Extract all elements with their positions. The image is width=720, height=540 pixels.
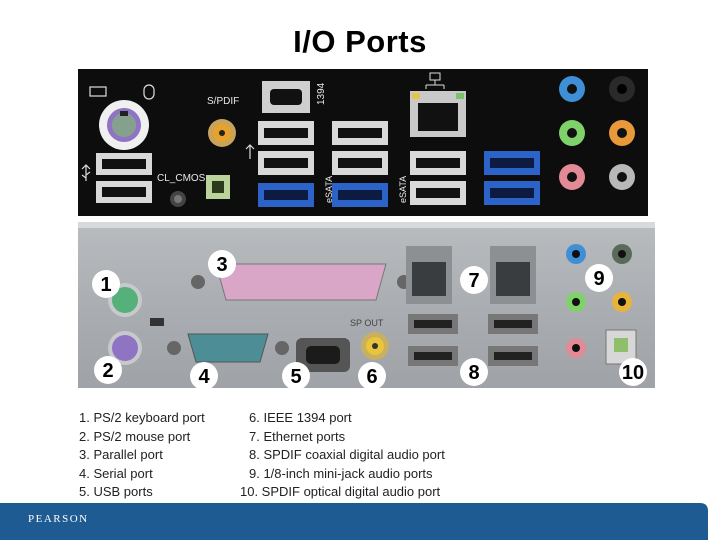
legend-left: 1. PS/2 keyboard port 2. PS/2 mouse port… (79, 409, 205, 502)
audio-jacks (559, 76, 635, 190)
legend-item: 4. Serial port (79, 465, 153, 481)
ethernet-port (410, 91, 466, 137)
legend-item: 8. SPDIF coaxial digital audio port (249, 447, 445, 463)
callout-1-label: 1 (100, 274, 111, 296)
ethernet-ports (406, 246, 536, 304)
esata-port-b (332, 183, 388, 207)
callout-4: 4 (190, 362, 218, 388)
usb-ports (408, 314, 538, 366)
callout-5: 5 (282, 362, 310, 388)
legend-right: 6. IEEE 1394 port 7. Ethernet ports 8. S… (240, 409, 445, 502)
legend-item: 5. USB ports (79, 484, 153, 500)
usb2-stack-center-b (332, 121, 388, 175)
callout-9-label: 9 (593, 268, 604, 290)
ieee1394-port (296, 338, 350, 372)
callout-1: 1 (92, 270, 120, 298)
callout-8-label: 8 (468, 362, 479, 384)
top-io-illustration: S/PDIF CL_CMOS 1394 (78, 69, 648, 216)
usb-icon-mid (245, 144, 255, 159)
optical-port (605, 329, 637, 365)
callout-10-label: 10 (622, 362, 644, 384)
esata-port-a (258, 183, 314, 207)
usb2-stack-right (410, 151, 466, 205)
fw-label: 1394 (316, 82, 327, 105)
callout-3-label: 3 (216, 254, 227, 276)
callout-2-label: 2 (102, 360, 113, 382)
esata-label-a: eSATA (324, 176, 334, 203)
esata-label-b: eSATA (398, 176, 408, 203)
callout-7: 7 (460, 266, 488, 294)
spout-label: SP OUT (350, 318, 384, 328)
legend-item: 6. IEEE 1394 port (249, 410, 352, 425)
footer-band (0, 503, 708, 540)
callout-10: 10 (619, 358, 647, 386)
pearson-logo: PEARSON (28, 513, 89, 525)
keyboard-icon (89, 86, 107, 97)
legend-item: 9. 1/8-inch mini-jack audio ports (249, 465, 433, 481)
legend-item: 3. Parallel port (79, 447, 163, 463)
bottom-io-illustration: SP OUT 1 2 3 4 5 (78, 222, 655, 388)
callout-7-label: 7 (468, 270, 479, 292)
legend-item: 10. SPDIF optical digital audio port (240, 484, 441, 500)
callout-2: 2 (94, 356, 122, 384)
top-io-photo: S/PDIF CL_CMOS 1394 (78, 69, 648, 216)
clear-cmos-button (170, 191, 186, 207)
usb2-stack-left (96, 153, 152, 203)
bottom-io-photo: SP OUT 1 2 3 4 5 (78, 222, 655, 388)
usb2-stack-center-a (258, 121, 314, 175)
legend-item: 1. PS/2 keyboard port (79, 410, 205, 425)
usb3-stack (484, 151, 540, 205)
latch (150, 318, 164, 326)
network-icon (425, 72, 445, 89)
audio-minijacks (566, 244, 632, 358)
serial-port (167, 333, 289, 363)
callout-4-label: 4 (198, 366, 210, 388)
spdif-coax-port (361, 332, 389, 360)
optical-port (206, 175, 230, 199)
firewire-port (262, 81, 310, 113)
spdif-coax-port (208, 119, 236, 147)
callout-5-label: 5 (290, 366, 301, 388)
slide-title: I/O Ports (293, 24, 427, 59)
callout-6: 6 (358, 362, 386, 388)
legend-item: 7. Ethernet ports (249, 428, 346, 444)
clcmos-label: CL_CMOS (157, 173, 206, 184)
callout-6-label: 6 (366, 366, 377, 388)
ps2-combo-port (99, 100, 149, 150)
legend-item: 2. PS/2 mouse port (79, 428, 191, 444)
callout-9: 9 (585, 264, 613, 292)
callout-3: 3 (208, 250, 236, 278)
callout-8: 8 (460, 358, 488, 386)
ps2-mouse-port (108, 331, 142, 365)
spdif-label: S/PDIF (207, 96, 239, 107)
usb-icon-left (81, 164, 91, 181)
mouse-icon (143, 84, 155, 100)
